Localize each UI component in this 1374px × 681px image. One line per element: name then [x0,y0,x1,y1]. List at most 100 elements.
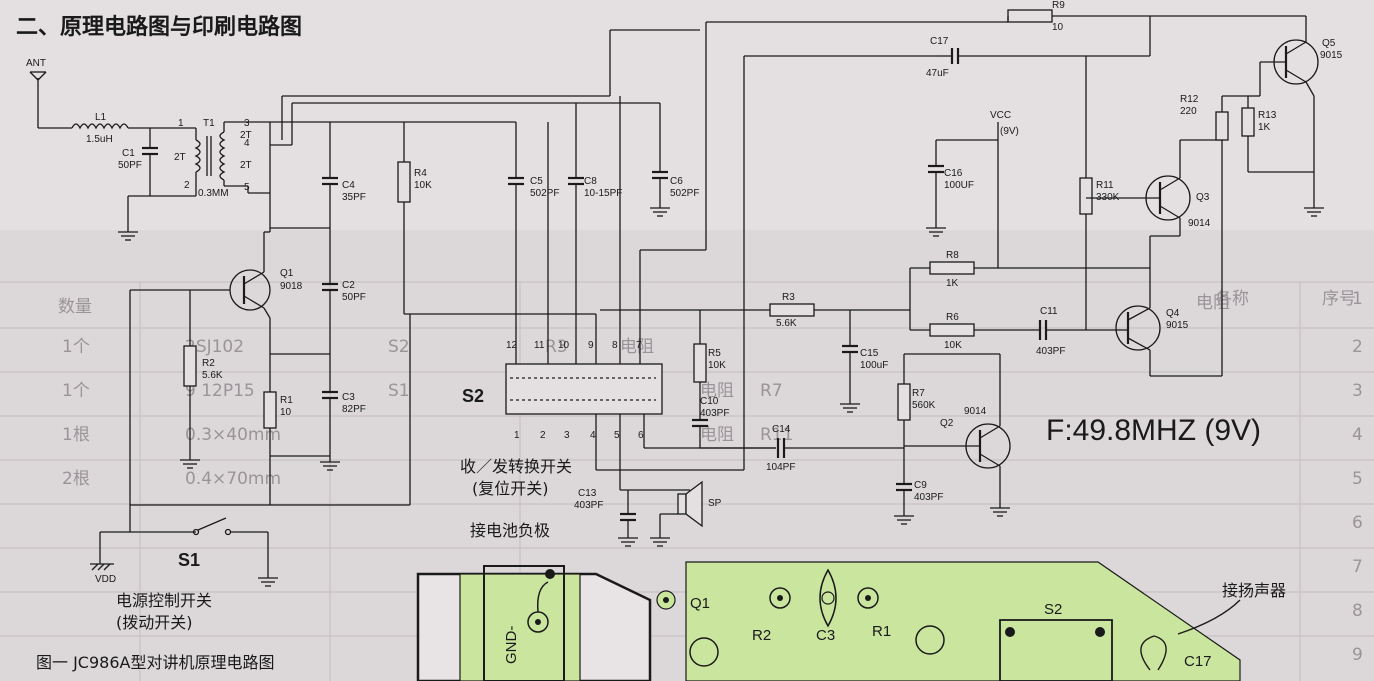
bg-num-3: 3 [1352,381,1363,401]
pcb-label-c17: C17 [1184,653,1212,670]
s2-pin-6: 6 [638,430,644,441]
bg-num-8: 8 [1352,601,1363,621]
resistor-r2 [183,345,197,387]
bg-row-3-b: 0.3×40mm [185,425,281,445]
bg-num-2: 2 [1352,337,1363,357]
ground-symbol-12 [1304,207,1324,217]
ground-symbol-10 [990,507,1010,517]
c13-ref: C13 [578,488,597,499]
figure-caption: 图一 JC986A型对讲机原理电路图 [36,653,274,672]
c9-ref: C9 [914,480,927,491]
c11-value: 403PF [1036,346,1065,357]
q3-value: 9014 [1188,218,1211,229]
transformer-t1-primary [194,139,201,173]
c1-ref: C1 [122,148,135,159]
s2-desc-2: (复位开关) [472,479,549,498]
c8-value: 10-15PF [584,188,622,199]
s2-desc-1: 收／发转换开关 [460,457,572,476]
c5-value: 502PF [530,188,559,199]
ground-symbol-11 [926,227,946,237]
r1-ref: R1 [280,395,293,406]
t1-winding-a: 2T [174,152,186,163]
resistor-r13 [1241,107,1255,137]
pcb-label-gnd: GND- [503,626,520,664]
c10-value: 403PF [700,408,729,419]
c13-value: 403PF [574,500,603,511]
transistor-q1 [229,269,271,311]
c3-ref: C3 [342,392,355,403]
r7-value: 560K [912,400,936,411]
r13-ref: R13 [1258,110,1277,121]
q1-ref: Q1 [280,268,294,279]
r9-ref: R9 [1052,0,1065,11]
ground-symbol-2 [180,459,200,469]
c11-ref: C11 [1040,306,1058,317]
bg-row-2-b: 9 12P15 [185,381,255,401]
speaker-icon [677,480,703,528]
ground-symbol-4 [258,577,278,587]
bg-num-4: 4 [1352,425,1363,445]
c5-ref: C5 [530,176,543,187]
bg-num-9: 9 [1352,645,1363,665]
ground-symbol-8 [840,403,860,413]
vdd-label: VDD [95,574,116,585]
r13-value: 1K [1258,122,1271,133]
sp-ref: SP [708,498,722,509]
q2-value: 9014 [964,406,987,417]
ground-symbol-3 [320,461,340,471]
r3-value: 5.6K [776,318,797,329]
ground-symbol-9 [894,515,914,525]
r2-value: 5.6K [202,370,223,381]
r12-ref: R12 [1180,94,1199,105]
antenna-label: ANT [26,58,46,69]
q1-value: 9018 [280,281,303,292]
ground-symbol-6 [618,537,638,547]
switch-s2-body [505,363,663,415]
s2-ref: S2 [462,386,484,406]
s1-desc-1: 电源控制开关 [116,591,212,610]
t1-winding-b: 2T [240,130,252,141]
antenna-symbol [29,71,47,128]
c15-value: 100uF [860,360,888,371]
r12-value: 220 [1180,106,1197,117]
s2-pin-5: 5 [614,430,620,441]
c1-value: 50PF [118,160,142,171]
r11-ref: R11 [1096,180,1114,191]
q2-ref: Q2 [940,418,954,429]
r3-ref: R3 [782,292,795,303]
s2-pin-8: 8 [612,340,618,351]
vcc-value: (9V) [1000,126,1019,137]
resistor-r9 [1007,9,1053,23]
s2-pin-2: 2 [540,430,546,441]
r6-ref: R6 [946,312,959,323]
s2-pin-1: 1 [514,430,520,441]
q3-ref: Q3 [1196,192,1210,203]
r6-value: 10K [944,340,962,351]
s2-pin-3: 3 [564,430,570,441]
l1-ref: L1 [95,112,107,123]
r7-ref: R7 [912,388,925,399]
resistor-r1 [263,391,277,429]
r5-ref: R5 [708,348,721,359]
t1-winding-c: 2T [240,160,252,171]
resistor-r11 [1079,177,1093,215]
c4-value: 35PF [342,192,366,203]
c17-ref: C17 [930,36,949,47]
bg-mid-3-a: 电阻 [700,381,734,401]
c2-value: 50PF [342,292,366,303]
t1-pin-4: 4 [244,138,250,149]
pcb-label-r1: R1 [872,623,891,640]
pcb-label-q1: Q1 [690,595,710,612]
c6-value: 502PF [670,188,699,199]
bg-row-1-a: S2 [388,337,410,357]
l1-value: 1.5uH [86,134,113,145]
switch-s1-lever [197,517,227,531]
s2-pin-12: 12 [506,340,518,351]
r4-ref: R4 [414,168,427,179]
resistor-r5 [693,343,707,383]
bg-num-6: 6 [1352,513,1363,533]
vcc-label: VCC [990,110,1011,121]
q4-value: 9015 [1166,320,1189,331]
s2-pin-7: 7 [636,340,642,351]
